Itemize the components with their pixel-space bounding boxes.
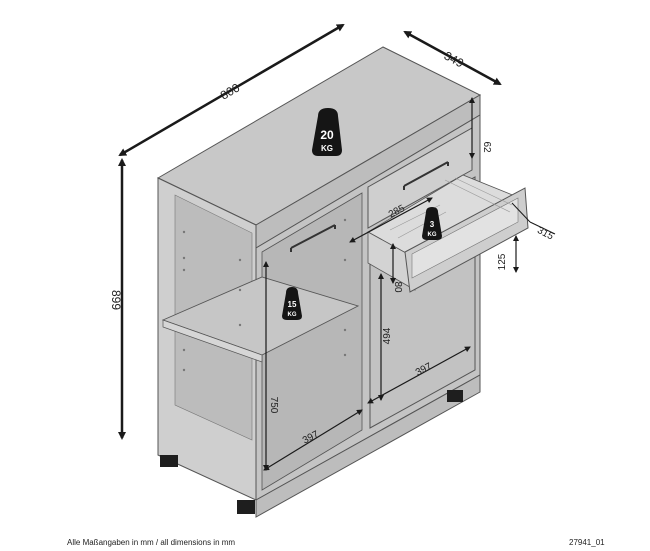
footer-units-note: Alle Maßangaben in mm / all dimensions i… bbox=[67, 538, 236, 547]
weight-drawer-value: 3 bbox=[430, 220, 435, 229]
shelf-pin-holes bbox=[182, 218, 347, 372]
label-depth: 349 bbox=[442, 49, 467, 71]
dim-line-right-width bbox=[367, 346, 471, 404]
weight-shelf-unit: KG bbox=[288, 312, 297, 318]
dimension-lines bbox=[118, 23, 556, 471]
label-drawer-offset: 80 bbox=[392, 281, 403, 293]
weight-icon-drawer: 3 KG bbox=[422, 207, 442, 240]
weight-top-unit: KG bbox=[321, 144, 333, 153]
open-drawer-inner-front bbox=[411, 197, 519, 279]
label-drawer-height: 125 bbox=[497, 253, 508, 270]
weight-drawer-unit: KG bbox=[428, 232, 437, 238]
weight-top-value: 20 bbox=[320, 128, 334, 142]
cabinet-plinth bbox=[255, 374, 481, 518]
weight-icon-top: 20 KG bbox=[312, 108, 342, 156]
dim-line-drawer-depth bbox=[349, 197, 433, 243]
label-drawer-width: 315 bbox=[535, 225, 555, 243]
label-left-height: 750 bbox=[268, 397, 279, 414]
left-shelf-edge bbox=[162, 319, 263, 363]
foot-front-right bbox=[447, 390, 463, 402]
dim-line-left-width bbox=[263, 409, 363, 471]
label-top-offset: 62 bbox=[481, 141, 492, 153]
label-width: 800 bbox=[218, 80, 243, 102]
weight-icon-shelf: 15 KG bbox=[282, 287, 302, 320]
dim-line-width bbox=[118, 23, 345, 157]
door-left-handle bbox=[290, 224, 336, 252]
foot-front-left bbox=[160, 455, 178, 467]
drawer-handle bbox=[403, 161, 449, 190]
dim-line-depth bbox=[403, 30, 502, 86]
dim-line-drawer-width bbox=[511, 202, 531, 223]
footer-product-code: 27941_01 bbox=[569, 538, 605, 547]
foot-front-center bbox=[237, 500, 255, 514]
weight-shelf-value: 15 bbox=[288, 300, 297, 309]
label-right-height: 494 bbox=[382, 327, 393, 344]
label-height: 899 bbox=[109, 290, 123, 310]
